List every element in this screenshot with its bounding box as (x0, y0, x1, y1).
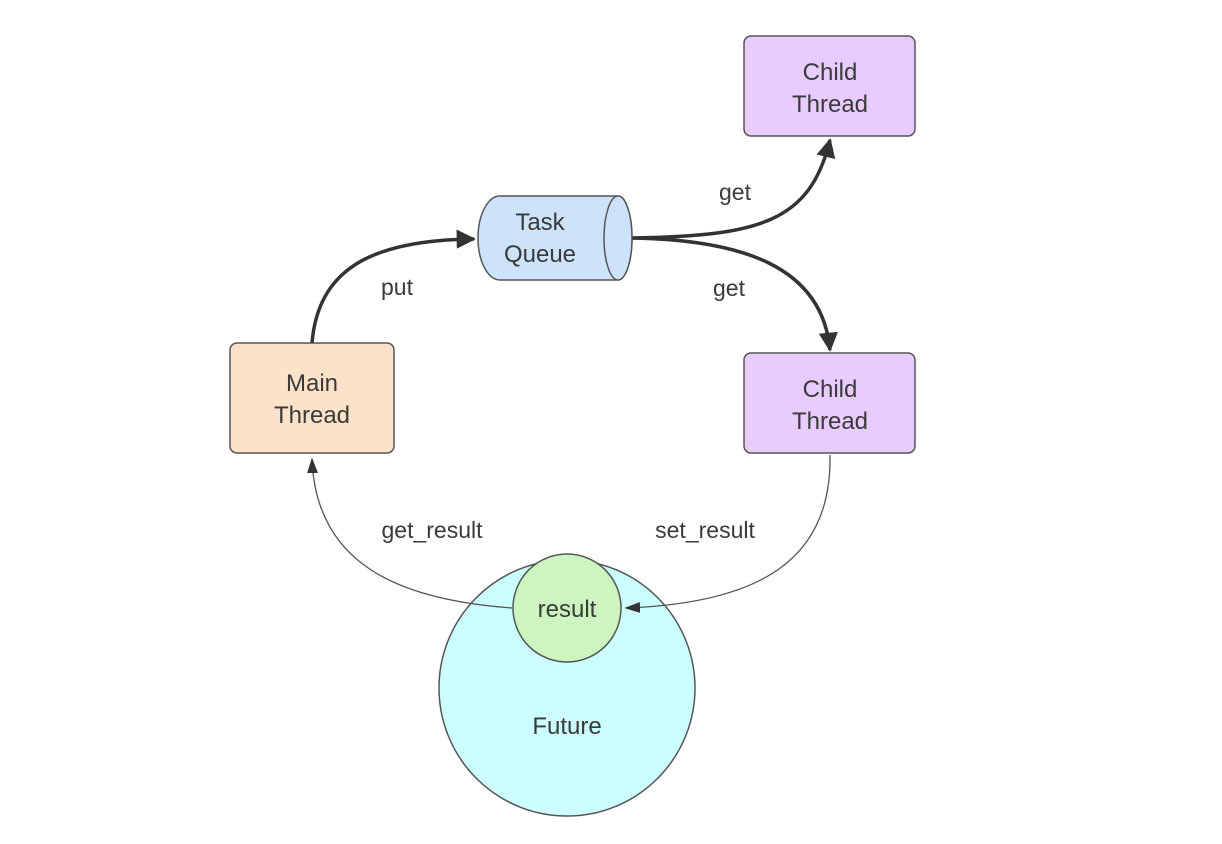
main-thread-label-line2: Thread (274, 402, 350, 429)
edge-get-result-label: get_result (381, 517, 483, 543)
edge-get-bottom (631, 236, 838, 352)
result-circle (512, 553, 622, 663)
edge-get-top (631, 138, 836, 240)
child-thread-top-box (743, 35, 916, 137)
edge-get-top-label: get (719, 179, 752, 205)
task-queue-label-line1: Task (515, 209, 565, 236)
future-label: Future (532, 713, 601, 740)
result-label: result (538, 596, 597, 623)
main-thread-box (229, 342, 395, 454)
edge-get-result (307, 457, 513, 609)
main-thread-label-line1: Main (286, 370, 338, 397)
child-thread-bottom-label-line2: Thread (792, 408, 868, 435)
edge-get-bottom-label: get (713, 275, 746, 301)
child-thread-top-label-line2: Thread (792, 91, 868, 118)
edge-set-result-label: set_result (655, 517, 755, 543)
child-thread-top-label-line1: Child (803, 59, 858, 86)
task-queue-label-line2: Queue (504, 241, 576, 268)
edge-set-result (624, 454, 831, 613)
child-thread-bottom-label-line1: Child (803, 376, 858, 403)
task-queue-end-cap (603, 195, 633, 281)
edge-put (310, 229, 476, 344)
task-queue-cylinder (477, 195, 633, 281)
child-thread-bottom-box (743, 352, 916, 454)
edge-put-label: put (381, 274, 414, 300)
